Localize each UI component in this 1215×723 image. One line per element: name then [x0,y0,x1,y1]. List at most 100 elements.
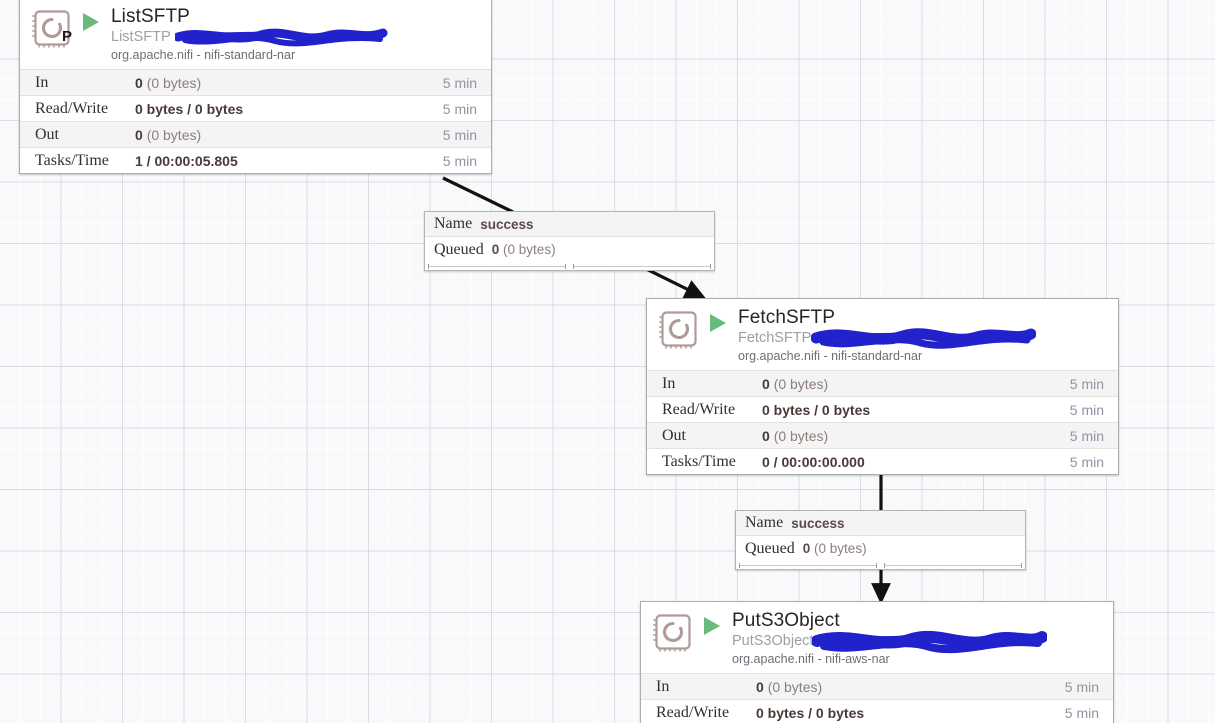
processor-listsftp[interactable]: P ListSFTP ListSFTP org.apache.nifi - ni… [19,0,492,174]
stat-row-read-write: Read/Write 0 bytes / 0 bytes 5 min [641,699,1113,723]
processor-stats: In 0 (0 bytes) 5 min Read/Write 0 bytes … [647,370,1118,474]
processor-stats: In 0 (0 bytes) 5 min Read/Write 0 bytes … [20,69,491,173]
processor-type-version: ListSFTP [111,28,485,47]
connection-name-value: success [791,515,845,531]
processor-loop-icon [32,10,70,48]
connection-queue-bars [425,262,714,270]
processor-icon: P [31,7,75,51]
stat-value-muted: (0 bytes) [146,74,202,91]
connection-queued-row: Queued 0 (0 bytes) [425,237,714,262]
stat-value: 0 (0 bytes) [756,679,1065,695]
stat-value-bold: 0 [762,427,770,444]
queued-count: 0 [802,541,811,556]
connection-queued-label: Queued [745,539,795,557]
processor-fetchsftp[interactable]: FetchSFTP FetchSFTP org.apache.nifi - ni… [646,298,1119,475]
connection-queued-value: 0 (0 bytes) [803,541,867,556]
stat-value-bold: 0 bytes / 0 bytes [135,100,244,117]
processor-type-version: PutS3Object [732,630,1107,654]
processor-bundle: org.apache.nifi - nifi-standard-nar [111,48,296,62]
processor-name: FetchSFTP [738,307,835,328]
stat-row-in: In 0 (0 bytes) 5 min [641,673,1113,699]
stat-value: 0 bytes / 0 bytes [135,101,443,117]
processor-bundle: org.apache.nifi - nifi-standard-nar [738,349,923,363]
stat-value: 0 (0 bytes) [135,127,443,143]
stat-value: 0 / 00:00:00.000 [762,454,1070,470]
queued-size: (0 bytes) [814,541,867,556]
processor-loop-icon [659,311,697,349]
stat-label: Read/Write [656,703,730,721]
stat-value-bold: 0 bytes / 0 bytes [756,704,865,721]
stat-value-muted: (0 bytes) [773,375,829,392]
processor-type: ListSFTP [111,29,171,45]
stat-label: In [662,374,676,392]
stat-label: In [656,677,670,695]
stat-value-bold: 0 [135,74,143,91]
processor-puts3object[interactable]: PutS3Object PutS3Object org.apache.nifi … [640,601,1114,723]
stat-label: Out [662,426,686,444]
connection-fetchsftp-to-puts3object[interactable]: Name success Queued 0 (0 bytes) [735,510,1026,570]
connection-name-row: Name success [425,212,714,237]
queued-size: (0 bytes) [503,242,556,257]
stat-label: In [35,73,49,91]
stat-value: 1 / 00:00:05.805 [135,153,443,169]
stat-row-tasks-time: Tasks/Time 1 / 00:00:05.805 5 min [20,147,491,173]
stat-value: 0 (0 bytes) [762,428,1070,444]
stat-label: Tasks/Time [662,452,736,470]
processor-bundle: org.apache.nifi - nifi-aws-nar [732,652,890,666]
processor-titles: FetchSFTP FetchSFTP org.apache.nifi - ni… [738,307,1112,364]
run-status-play-icon[interactable] [710,314,732,332]
stat-value-bold: 1 / 00:00:05.805 [135,152,238,169]
stat-time: 5 min [1069,427,1104,444]
processor-type-version: FetchSFTP [738,328,1112,349]
queued-count: 0 [491,242,500,257]
stat-row-in: In 0 (0 bytes) 5 min [647,370,1118,396]
queue-count-bar [739,562,877,568]
connection-queue-bars [736,561,1025,569]
stat-value-bold: 0 / 00:00:00.000 [762,453,865,470]
stat-value-bold: 0 bytes / 0 bytes [762,401,871,418]
stat-row-out: Out 0 (0 bytes) 5 min [20,121,491,147]
stat-row-read-write: Read/Write 0 bytes / 0 bytes 5 min [20,95,491,121]
stat-time: 5 min [442,74,477,91]
stat-time: 5 min [1069,401,1104,418]
queue-size-bar [884,562,1022,568]
stat-value-muted: (0 bytes) [767,678,823,695]
processor-header: P ListSFTP ListSFTP org.apache.nifi - ni… [20,0,491,69]
connection-listsftp-to-fetchsftp[interactable]: Name success Queued 0 (0 bytes) [424,211,715,271]
processor-name: PutS3Object [732,610,840,631]
stat-value-bold: 0 [135,126,143,143]
processor-name: ListSFTP [111,6,190,27]
run-status-play-icon[interactable] [704,617,726,635]
stat-row-out: Out 0 (0 bytes) 5 min [647,422,1118,448]
processor-header: PutS3Object PutS3Object org.apache.nifi … [641,602,1113,673]
stat-label: Tasks/Time [35,151,109,169]
stat-value: 0 (0 bytes) [762,376,1070,392]
stat-value: 0 bytes / 0 bytes [762,402,1070,418]
stat-time: 5 min [442,152,477,169]
stat-time: 5 min [442,100,477,117]
processor-titles: ListSFTP ListSFTP org.apache.nifi - nifi… [111,6,485,63]
run-status-play-icon[interactable] [83,13,105,31]
queue-count-bar [428,263,566,269]
connection-name-row: Name success [736,511,1025,536]
connection-name-label: Name [745,514,784,531]
stat-time: 5 min [1069,453,1104,470]
primary-node-badge: P [62,28,73,45]
stat-value-bold: 0 [756,678,764,695]
stat-time: 5 min [442,126,477,143]
stat-value-muted: (0 bytes) [773,427,829,444]
processor-header: FetchSFTP FetchSFTP org.apache.nifi - ni… [647,299,1118,370]
stat-time: 5 min [1069,375,1104,392]
connection-queued-value: 0 (0 bytes) [492,242,556,257]
processor-titles: PutS3Object PutS3Object org.apache.nifi … [732,610,1107,667]
stat-label: Read/Write [662,400,736,418]
stat-label: Read/Write [35,99,109,117]
stat-value: 0 bytes / 0 bytes [756,705,1065,721]
stat-row-in: In 0 (0 bytes) 5 min [20,69,491,95]
connection-name-label: Name [434,215,473,232]
stat-row-read-write: Read/Write 0 bytes / 0 bytes 5 min [647,396,1118,422]
processor-type: FetchSFTP [738,330,812,346]
connection-queued-row: Queued 0 (0 bytes) [736,536,1025,561]
stat-value: 0 (0 bytes) [135,75,443,91]
stat-row-tasks-time: Tasks/Time 0 / 00:00:00.000 5 min [647,448,1118,474]
